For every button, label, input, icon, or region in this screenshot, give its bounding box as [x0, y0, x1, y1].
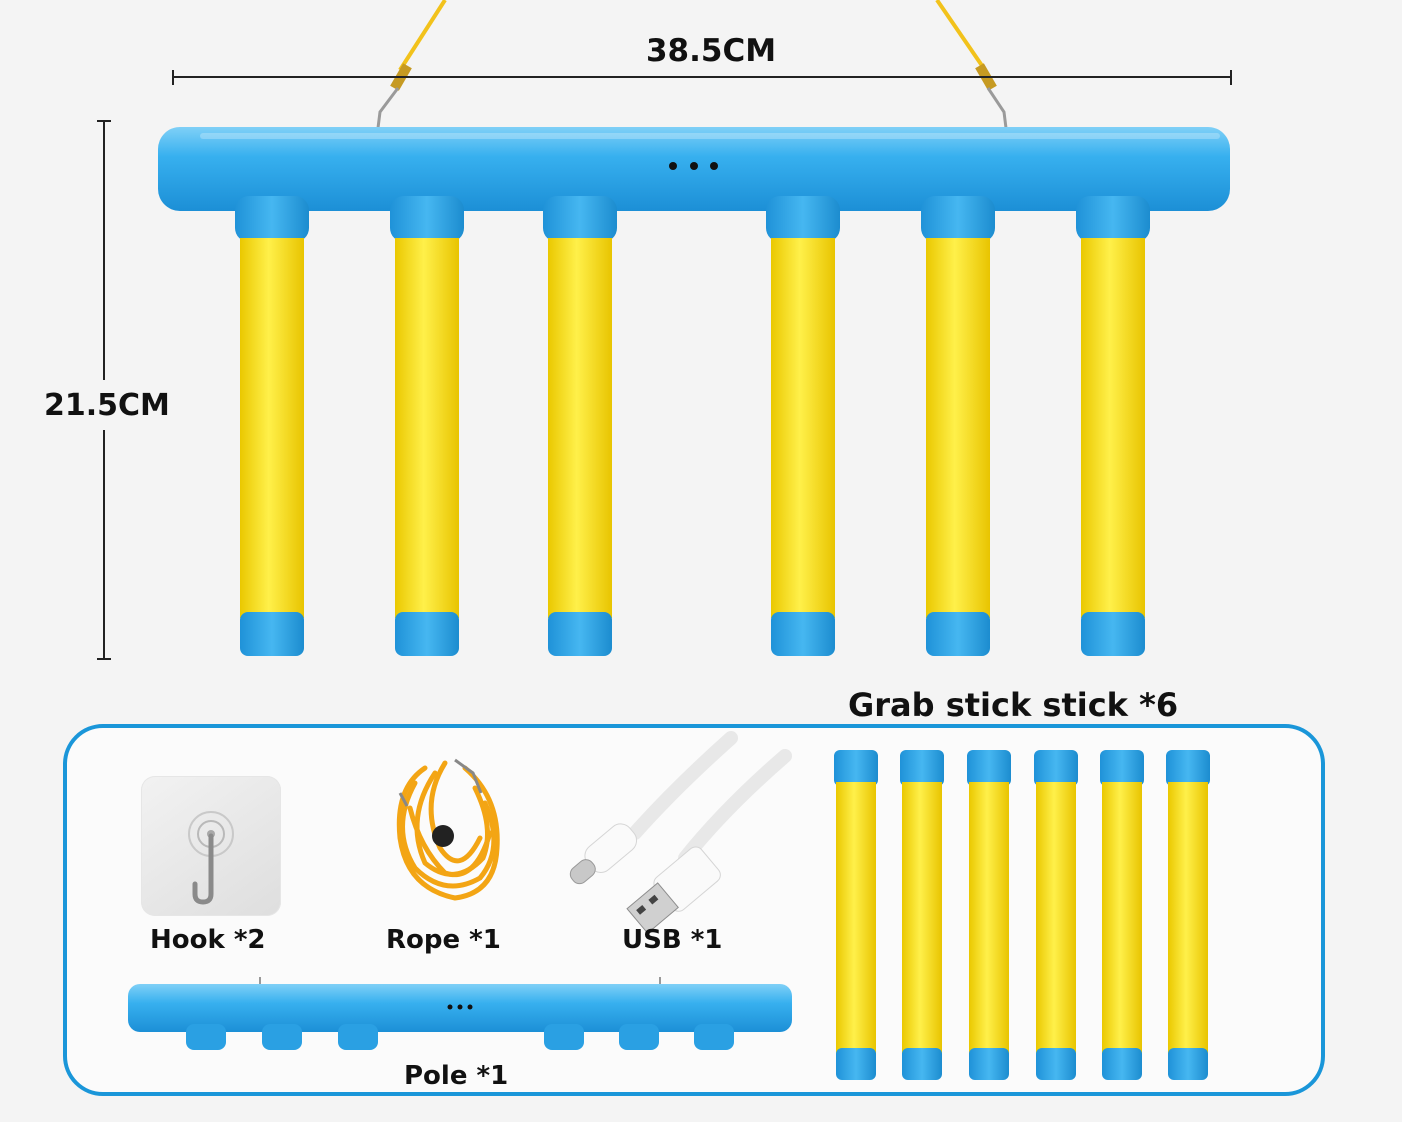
loose-grab-stick-1: [834, 750, 878, 1080]
loose-grab-stick-5: [1100, 750, 1144, 1080]
loose-grab-stick-4: [1034, 750, 1078, 1080]
height-dimension-line: [97, 120, 111, 660]
pole-icon: [128, 977, 792, 1050]
grab-stick-6: [1076, 196, 1150, 656]
width-label: 38.5CM: [645, 33, 777, 69]
loose-grab-stick-6: [1166, 750, 1210, 1080]
width-dimension-line: [172, 70, 1232, 85]
hook-icon: [141, 776, 281, 916]
height-label: 21.5CM: [44, 388, 170, 423]
loose-grab-sticks-icon: [834, 750, 1210, 1080]
loose-grab-stick-3: [967, 750, 1011, 1080]
grab-stick-3: [543, 196, 617, 656]
grab-stick-1: [235, 196, 309, 656]
pole-label: Pole *1: [404, 1061, 509, 1091]
rope-icon: [396, 758, 500, 901]
grab-sticks-icon: [235, 196, 1150, 656]
grab-stick-5: [921, 196, 995, 656]
rope-label: Rope *1: [386, 925, 501, 955]
hook-label: Hook *2: [150, 925, 266, 955]
usb-cable-icon: [569, 731, 792, 934]
usb-label: USB *1: [622, 925, 723, 955]
grab-stick-2: [390, 196, 464, 656]
main-pole-icon: [158, 127, 1230, 211]
grab-stick-label: Grab stick stick *6: [848, 686, 1179, 724]
loose-grab-stick-2: [900, 750, 944, 1080]
product-illustration: [97, 0, 1232, 660]
grab-stick-4: [766, 196, 840, 656]
